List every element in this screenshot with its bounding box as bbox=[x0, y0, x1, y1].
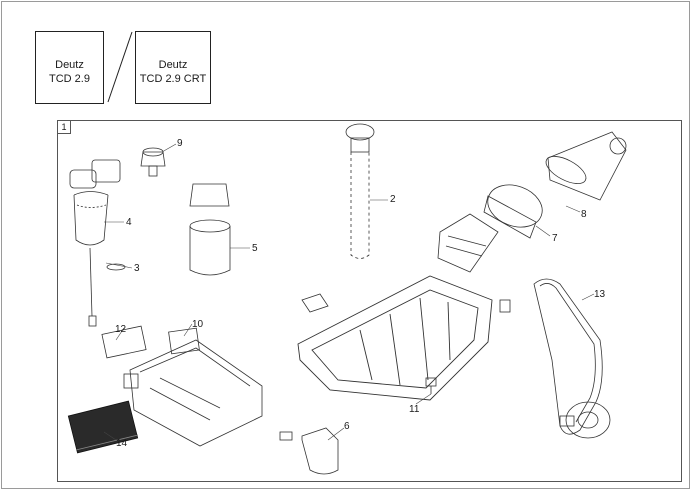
callout-3: 3 bbox=[134, 263, 140, 274]
callout-13: 13 bbox=[594, 289, 606, 300]
drive-belt-part bbox=[533, 278, 603, 435]
cooler-block-part bbox=[123, 339, 263, 447]
air-intake-housing-part bbox=[545, 131, 627, 201]
engine-variant-box-2: Deutz TCD 2.9 CRT bbox=[135, 31, 211, 104]
callout-4: 4 bbox=[126, 217, 132, 228]
sensor-part bbox=[499, 299, 511, 313]
gasket-part bbox=[168, 327, 200, 355]
oil-pan-part bbox=[297, 275, 493, 401]
engine-brand: Deutz bbox=[158, 59, 188, 71]
callout-5: 5 bbox=[252, 243, 258, 254]
dipstick-tube-part bbox=[345, 123, 375, 259]
engine-model: TCD 2.9 CRT bbox=[139, 73, 207, 85]
oil-filter-part bbox=[189, 183, 231, 276]
callout-8: 8 bbox=[581, 209, 587, 220]
callout-12: 12 bbox=[115, 324, 127, 335]
o-ring-part bbox=[106, 263, 126, 271]
parts-panel: 1 bbox=[57, 120, 682, 482]
oil-pan-gasket-part bbox=[301, 293, 329, 313]
engine-brand: Deutz bbox=[55, 59, 84, 71]
leader-lines bbox=[103, 143, 595, 441]
panel-label: 1 bbox=[58, 121, 71, 134]
filter-mat-part bbox=[67, 400, 139, 454]
callout-14: 14 bbox=[116, 438, 128, 449]
callout-9: 9 bbox=[177, 138, 183, 149]
callout-2: 2 bbox=[390, 194, 396, 205]
callout-7: 7 bbox=[552, 233, 558, 244]
pulley-part bbox=[559, 401, 611, 439]
engine-variant-box-1: Deutz TCD 2.9 bbox=[35, 31, 104, 104]
callout-10: 10 bbox=[192, 319, 204, 330]
gasket-frame-part bbox=[101, 325, 147, 359]
callout-6: 6 bbox=[344, 421, 350, 432]
callout-11: 11 bbox=[409, 404, 420, 415]
cap-part bbox=[140, 147, 166, 177]
small-filter-part bbox=[279, 427, 339, 475]
engine-model: TCD 2.9 bbox=[49, 73, 90, 85]
air-filter-element-part bbox=[483, 184, 543, 239]
drain-plug-part bbox=[425, 377, 437, 394]
air-filter-insert-part bbox=[437, 213, 499, 273]
fuel-filter-housing-part bbox=[69, 159, 121, 327]
variant-separator bbox=[107, 31, 133, 103]
